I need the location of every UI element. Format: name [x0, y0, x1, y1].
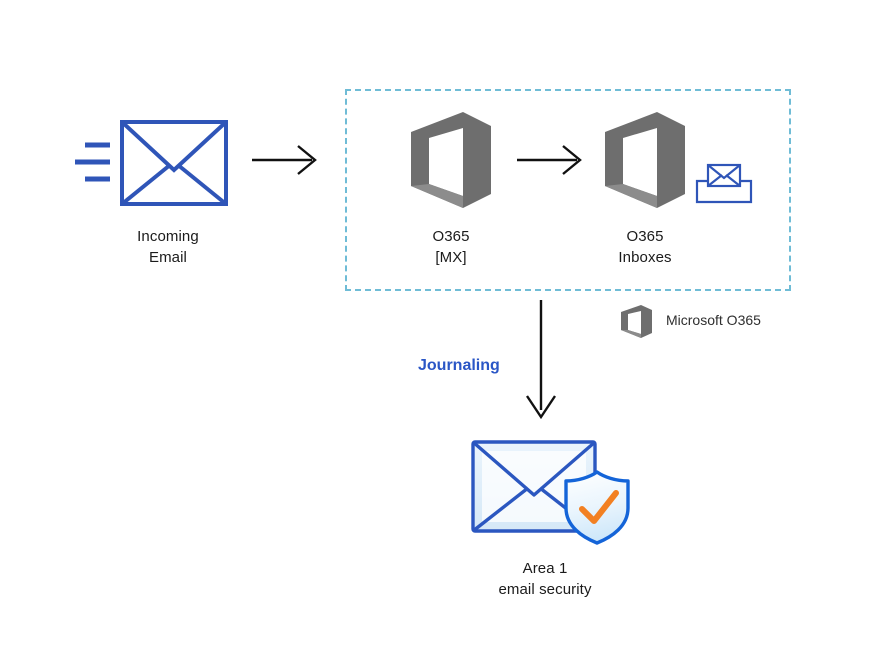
office-icon-inner [623, 128, 657, 196]
edge-journaling [515, 298, 571, 424]
office-icon-inner [628, 311, 641, 334]
legend-microsoft-o365: Microsoft O365 [618, 303, 818, 339]
check-icon [579, 490, 619, 524]
area1-envelope-fold-left [471, 486, 530, 533]
arrow-right-icon [252, 145, 317, 175]
area1-email-security-label: Area 1 email security [498, 560, 592, 598]
arrow-right-icon [517, 145, 582, 175]
area1-envelope-flap [471, 440, 597, 497]
edge-incoming-to-mx [250, 140, 330, 180]
envelope-shield-icon [471, 440, 630, 545]
inbox-tray-icon [695, 163, 753, 204]
envelope-fold-left [120, 163, 172, 206]
arrow-down-icon [526, 300, 556, 420]
inbox-envelope-flap [707, 164, 741, 180]
envelope-fold-right [176, 163, 228, 206]
office-icon-shadow [621, 330, 641, 338]
office-365-icon [621, 305, 652, 338]
inbox-envelope-folds [707, 174, 741, 187]
microsoft-o365-boundary-box [345, 89, 791, 291]
office-365-icon [605, 112, 685, 208]
office-icon-shadow [411, 184, 463, 208]
journaling-label: Journaling [418, 357, 500, 374]
envelope-flap [120, 120, 228, 173]
office-365-icon [411, 112, 491, 208]
node-area1-email-security [466, 430, 646, 548]
node-incoming-email [70, 118, 270, 218]
envelope-icon [75, 120, 228, 206]
office-icon-shadow [605, 184, 657, 208]
office-icon-inner [429, 128, 463, 196]
o365-mx-label: O365 [MX] [432, 228, 470, 266]
node-o365-mx [403, 108, 499, 212]
shield-icon [564, 470, 630, 545]
node-inbox-tray [694, 162, 754, 206]
incoming-email-label: Incoming Email [137, 228, 199, 266]
legend-label: Microsoft O365 [666, 312, 761, 328]
edge-mx-to-inboxes [515, 140, 595, 180]
node-o365-inboxes [597, 108, 693, 212]
o365-inboxes-label: O365 Inboxes [618, 228, 672, 266]
